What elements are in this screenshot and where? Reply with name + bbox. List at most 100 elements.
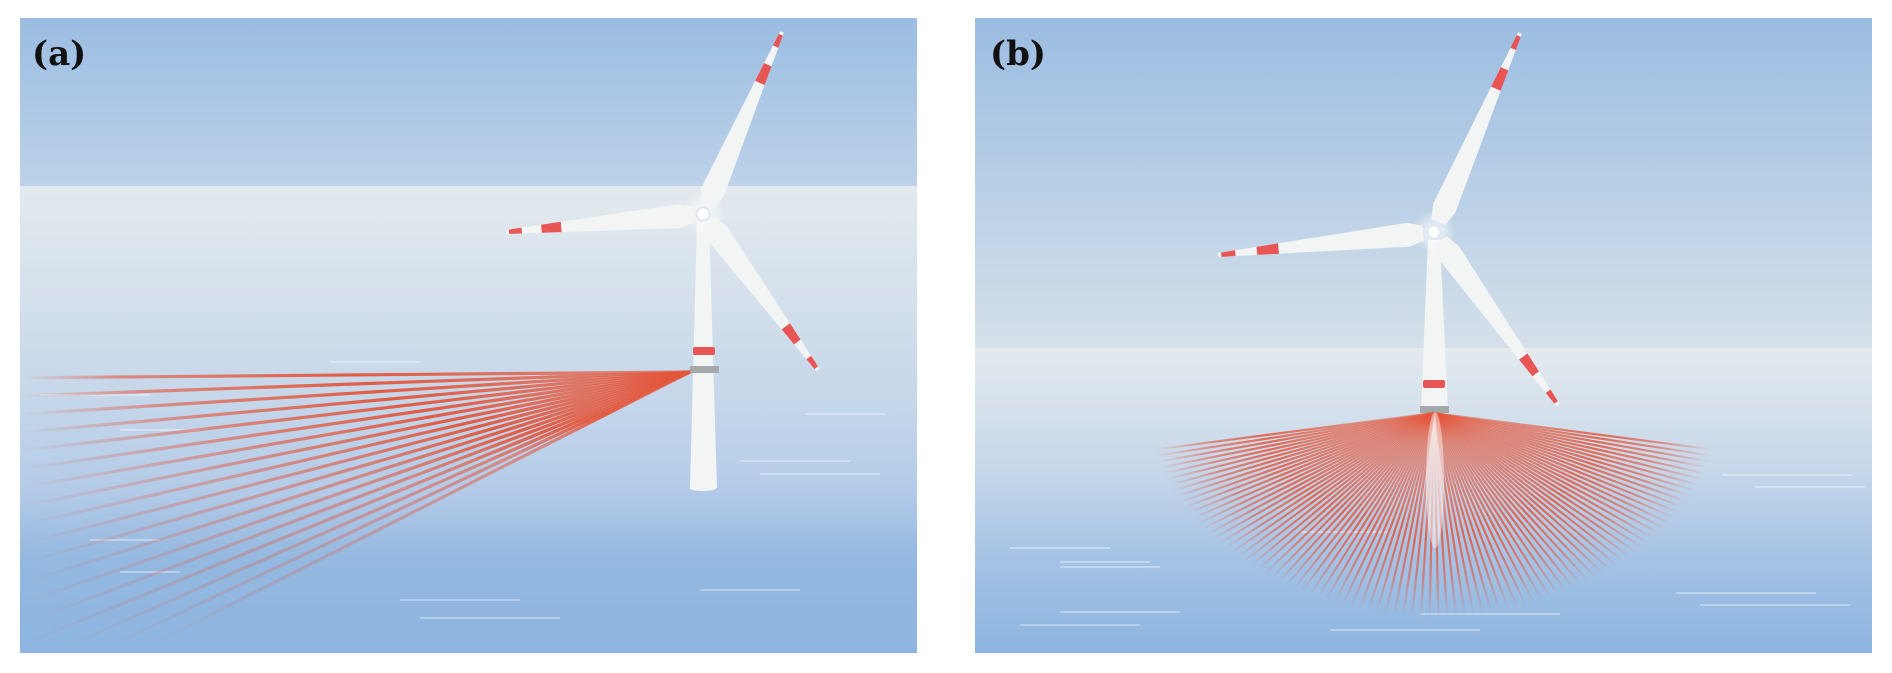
blade-red-band: [806, 355, 819, 369]
lidar-beam: [1433, 411, 1676, 520]
lidar-beam: [21, 370, 691, 416]
lidar-beam: [1293, 412, 1435, 589]
lidar-beam: [1433, 412, 1656, 540]
lidar-beam: [21, 370, 691, 605]
lidar-beam: [1428, 412, 1436, 618]
blade-red-band: [1519, 353, 1539, 377]
lidar-beam: [1433, 412, 1590, 582]
blade-red-band: [1221, 250, 1236, 257]
lidar-beam: [21, 370, 691, 434]
lidar-beam: [1433, 411, 1681, 515]
lidar-beam: [1410, 412, 1436, 617]
lidar-beam: [1202, 412, 1435, 530]
lidar-beam: [1270, 412, 1435, 579]
lidar-beam: [1433, 412, 1551, 598]
lidar-beam: [1367, 412, 1436, 611]
lidar-beam: [1433, 412, 1605, 575]
tower-reflection: [1426, 412, 1444, 548]
lidar-beam: [1218, 412, 1435, 545]
lidar-beam: [1358, 412, 1436, 610]
hub: [695, 206, 711, 222]
lidar-beam: [1432, 412, 1518, 608]
hub: [1426, 224, 1442, 240]
lidar-beam: [1419, 412, 1436, 618]
lidar-beam: [1341, 412, 1435, 605]
lidar-beam: [1433, 412, 1535, 603]
lidar-beam: [21, 370, 691, 626]
lidar-beam: [1432, 412, 1475, 615]
panel-b: [975, 18, 1872, 653]
lidar-beam: [1433, 412, 1559, 595]
lidar-beam: [21, 370, 691, 471]
panel-a: [20, 18, 917, 653]
lidar-beam: [1263, 412, 1435, 575]
lidar-beam: [105, 370, 691, 650]
lidar-beam: [1432, 412, 1501, 611]
lidar-beam: [1401, 412, 1436, 616]
lidar-beam: [1432, 412, 1467, 616]
lidar-beam: [21, 370, 691, 527]
lidar-beam: [1433, 412, 1644, 550]
tower-base: [689, 485, 717, 491]
lidar-beam: [1236, 412, 1435, 559]
lidar-beam: [144, 370, 691, 650]
lidar-beam: [1432, 412, 1440, 618]
lidar-beam: [1197, 412, 1435, 525]
lidar-beam: [1432, 412, 1449, 618]
lidar-beam: [1187, 411, 1435, 515]
lidar-beam: [1243, 412, 1435, 563]
lidar-beam: [1433, 412, 1583, 586]
lidar-beam: [1433, 411, 1685, 509]
lidar-beam: [1432, 412, 1458, 617]
blade-red-band: [1491, 67, 1509, 91]
lidar-beam: [1207, 412, 1435, 535]
sky: [20, 18, 917, 186]
lidar-beam: [1230, 412, 1435, 554]
lidar-beam: [1384, 412, 1436, 614]
lidar-beam: [1301, 412, 1435, 592]
blade-red-band: [1256, 243, 1280, 255]
lidar-beam: [1433, 412, 1567, 592]
blade-red-band: [773, 33, 783, 48]
lidar-beam: [21, 370, 691, 380]
lidar-beam: [1433, 412, 1598, 579]
lidar-beam: [1433, 412, 1619, 567]
water-streaks: [40, 361, 885, 619]
tower-red-band: [1423, 380, 1445, 388]
lidar-beam: [1153, 411, 1435, 451]
blade-red-band: [541, 221, 562, 233]
lidar-beam: [1433, 411, 1689, 504]
blade-red-band: [781, 323, 801, 345]
tower: [1421, 240, 1448, 410]
lidar-beam: [1278, 412, 1435, 582]
lidar-collar: [1420, 406, 1449, 413]
lidar-beam: [21, 370, 691, 453]
wind-turbine: [1217, 32, 1560, 413]
lidar-beam: [1309, 412, 1435, 595]
lidar-beams-cone: [1153, 411, 1715, 618]
lidar-beam: [21, 370, 691, 585]
lidar-beam: [21, 370, 691, 546]
blade-red-band: [1545, 389, 1558, 404]
lidar-beam: [1432, 412, 1510, 610]
lidar-beam: [1433, 412, 1661, 535]
tower-red-band: [693, 347, 715, 355]
sky: [975, 18, 1872, 348]
lidar-beam: [21, 370, 691, 398]
lidar-beam: [1433, 412, 1632, 559]
blade-red-band: [1510, 35, 1521, 51]
lidar-beams-horizontal: [21, 370, 691, 650]
lidar-beam: [1433, 412, 1638, 554]
blade-red-band: [755, 63, 772, 86]
lidar-beam: [21, 370, 691, 489]
panel-label-b: (b): [990, 34, 1046, 74]
lidar-beam: [1433, 412, 1527, 605]
lidar-beam: [1432, 412, 1493, 613]
blade-red-band: [508, 227, 523, 234]
lidar-beam: [1333, 412, 1435, 603]
lidar-beam: [1433, 412, 1671, 525]
lidar-beam: [1256, 412, 1435, 571]
lidar-beam: [1375, 412, 1436, 613]
lidar-beam: [1192, 411, 1435, 520]
